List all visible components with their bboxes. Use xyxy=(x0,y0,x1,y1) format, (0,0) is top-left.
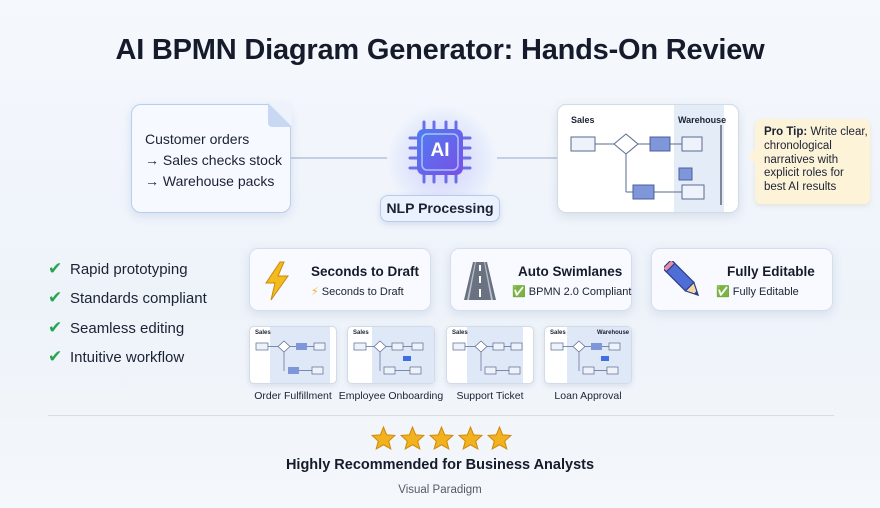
pencil-icon xyxy=(664,261,700,297)
mini-bpmn-diagram xyxy=(550,327,631,383)
example-thumbnail[interactable]: Sales xyxy=(249,326,337,384)
lightning-small-icon: ⚡ xyxy=(311,286,319,298)
thumb-lane-label: Warehouse xyxy=(597,330,630,336)
connector-left xyxy=(291,157,387,159)
ai-chip-icon xyxy=(408,120,472,184)
example-label: Employee Onboarding xyxy=(338,390,444,402)
benefit-label: Standards compliant xyxy=(70,289,207,307)
thumb-lane-label: Sales xyxy=(255,330,271,336)
benefit-label: Rapid prototyping xyxy=(70,260,188,278)
benefit-label: Intuitive workflow xyxy=(70,348,185,366)
example-thumbnail[interactable]: Sales Warehouse xyxy=(544,326,632,384)
pro-tip-heading: Pro Tip: xyxy=(764,126,808,138)
benefit-item: ✔ Intuitive workflow xyxy=(48,347,184,367)
nlp-processing-badge: NLP Processing xyxy=(380,195,500,222)
pro-tip-body: Write clear, chronological narratives wi… xyxy=(764,126,868,194)
narrative-line: Customer orders xyxy=(145,131,250,147)
thumb-lane-label: Sales xyxy=(353,330,369,336)
verdict-text: Highly Recommended for Business Analysts xyxy=(285,457,595,473)
generated-diagram-card: Sales Warehouse xyxy=(557,104,739,213)
lane-label-warehouse: Warehouse xyxy=(678,115,727,125)
check-box-icon: ✅ xyxy=(716,286,730,298)
star-icon xyxy=(487,426,512,450)
feature-subtitle: ✅ BPMN 2.0 Compliant xyxy=(512,286,632,298)
example-label: Order Fulfillment xyxy=(254,390,332,402)
lightning-icon xyxy=(265,261,289,301)
pro-tip-callout: Pro Tip: Write clear, chronological narr… xyxy=(748,119,870,204)
check-box-icon: ✅ xyxy=(512,286,526,298)
benefit-item: ✔ Standards compliant xyxy=(48,288,207,308)
star-rating xyxy=(371,426,512,450)
narrative-line: → Warehouse packs xyxy=(145,173,275,189)
feature-subtitle: ⚡ Seconds to Draft xyxy=(311,286,404,298)
star-icon xyxy=(458,426,483,450)
feature-subtitle: ✅ Fully Editable xyxy=(716,286,799,298)
feature-card-seconds-to-draft: Seconds to Draft ⚡ Seconds to Draft xyxy=(249,248,431,311)
mini-bpmn-diagram xyxy=(255,327,330,383)
check-icon: ✔ xyxy=(48,288,63,308)
brand-name: Visual Paradigm xyxy=(398,484,482,496)
example-thumbnail[interactable]: Sales xyxy=(446,326,534,384)
star-icon xyxy=(429,426,454,450)
feature-card-auto-swimlanes: Auto Swimlanes ✅ BPMN 2.0 Compliant xyxy=(450,248,632,311)
feature-card-fully-editable: Fully Editable ✅ Fully Editable xyxy=(651,248,833,311)
thumb-lane-label: Sales xyxy=(452,330,468,336)
check-icon: ✔ xyxy=(48,318,63,338)
page-fold-icon xyxy=(268,103,292,127)
mini-bpmn-diagram xyxy=(452,327,523,383)
thumb-lane-label: Sales xyxy=(550,330,566,336)
check-icon: ✔ xyxy=(48,347,63,367)
divider xyxy=(48,415,834,416)
example-thumbnail[interactable]: Sales xyxy=(347,326,435,384)
star-icon xyxy=(400,426,425,450)
benefit-item: ✔ Rapid prototyping xyxy=(48,259,188,279)
check-icon: ✔ xyxy=(48,259,63,279)
connector-right xyxy=(497,157,557,159)
feature-title: Fully Editable xyxy=(727,264,815,279)
page-title: AI BPMN Diagram Generator: Hands-On Revi… xyxy=(115,34,765,66)
example-label: Loan Approval xyxy=(554,390,622,402)
benefit-label: Seamless editing xyxy=(70,319,185,337)
narrative-line: → Sales checks stock xyxy=(145,152,282,168)
feature-title: Seconds to Draft xyxy=(311,264,420,279)
star-icon xyxy=(371,426,396,450)
lane-label-sales: Sales xyxy=(571,115,595,125)
benefit-item: ✔ Seamless editing xyxy=(48,318,184,338)
feature-title: Auto Swimlanes xyxy=(518,264,623,279)
bpmn-diagram xyxy=(570,105,724,212)
chip-label: AI xyxy=(430,140,450,161)
example-label: Support Ticket xyxy=(456,390,524,402)
input-narrative-card: Customer orders → Sales checks stock → W… xyxy=(131,103,292,213)
road-icon xyxy=(464,262,496,300)
mini-bpmn-diagram xyxy=(353,327,434,383)
